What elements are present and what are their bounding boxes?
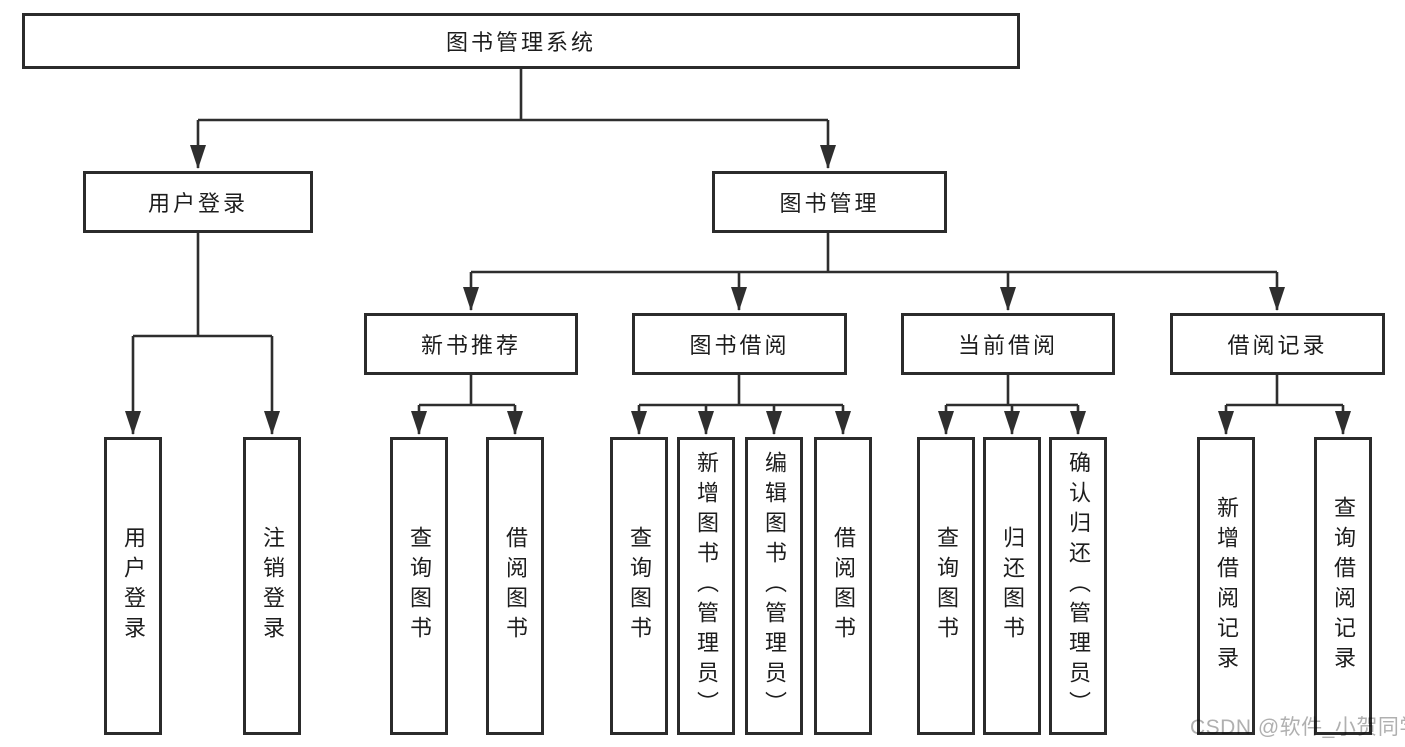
node-user-login: 用户登录	[83, 171, 313, 233]
leaf-return-books-label: 归还图书	[1000, 526, 1025, 646]
node-library-system: 图书管理系统	[22, 13, 1020, 69]
leaf-query-books-current-label: 查询图书	[934, 526, 959, 646]
node-new-book-recommend: 新书推荐	[364, 313, 578, 375]
leaf-add-books-admin: 新增图书（管理员）	[677, 437, 735, 735]
leaf-query-books-recommend-label: 查询图书	[407, 526, 432, 646]
leaf-return-books: 归还图书	[983, 437, 1041, 735]
edge-book-management-trunk	[471, 233, 1277, 274]
edge-borrow-record-trunk	[1226, 375, 1343, 407]
edge-user-login-trunk	[133, 233, 272, 338]
edge-current-borrow-trunk	[946, 375, 1078, 407]
leaf-add-borrow-record-label: 新增借阅记录	[1214, 496, 1239, 676]
edge-root-trunk	[198, 69, 828, 122]
leaf-query-borrow-record: 查询借阅记录	[1314, 437, 1372, 735]
edge-book-borrow-trunk	[639, 375, 843, 407]
leaf-borrow-books-recommend: 借阅图书	[486, 437, 544, 735]
leaf-borrow-books-recommend-label: 借阅图书	[503, 526, 528, 646]
leaf-logout-label: 注销登录	[260, 526, 285, 646]
edge-new-book-trunk	[419, 375, 515, 407]
leaf-add-books-admin-label: 新增图书（管理员）	[694, 451, 719, 721]
node-book-management: 图书管理	[712, 171, 947, 233]
leaf-edit-books-admin: 编辑图书（管理员）	[745, 437, 803, 735]
leaf-confirm-return-admin: 确认归还（管理员）	[1049, 437, 1107, 735]
leaf-query-books-borrow-label: 查询图书	[627, 526, 652, 646]
leaf-user-login: 用户登录	[104, 437, 162, 735]
leaf-query-borrow-record-label: 查询借阅记录	[1331, 496, 1356, 676]
watermark: CSDN @软件_小贺同学	[1190, 716, 1405, 739]
node-borrow-record: 借阅记录	[1170, 313, 1385, 375]
leaf-add-borrow-record: 新增借阅记录	[1197, 437, 1255, 735]
leaf-logout: 注销登录	[243, 437, 301, 735]
leaf-query-books-current: 查询图书	[917, 437, 975, 735]
leaf-edit-books-admin-label: 编辑图书（管理员）	[762, 451, 787, 721]
leaf-query-books-recommend: 查询图书	[390, 437, 448, 735]
leaf-confirm-return-admin-label: 确认归还（管理员）	[1066, 451, 1091, 721]
leaf-query-books-borrow: 查询图书	[610, 437, 668, 735]
leaf-borrow-books-label: 借阅图书	[831, 526, 856, 646]
leaf-user-login-label: 用户登录	[121, 526, 146, 646]
leaf-borrow-books: 借阅图书	[814, 437, 872, 735]
node-book-borrow: 图书借阅	[632, 313, 847, 375]
node-current-borrow: 当前借阅	[901, 313, 1115, 375]
